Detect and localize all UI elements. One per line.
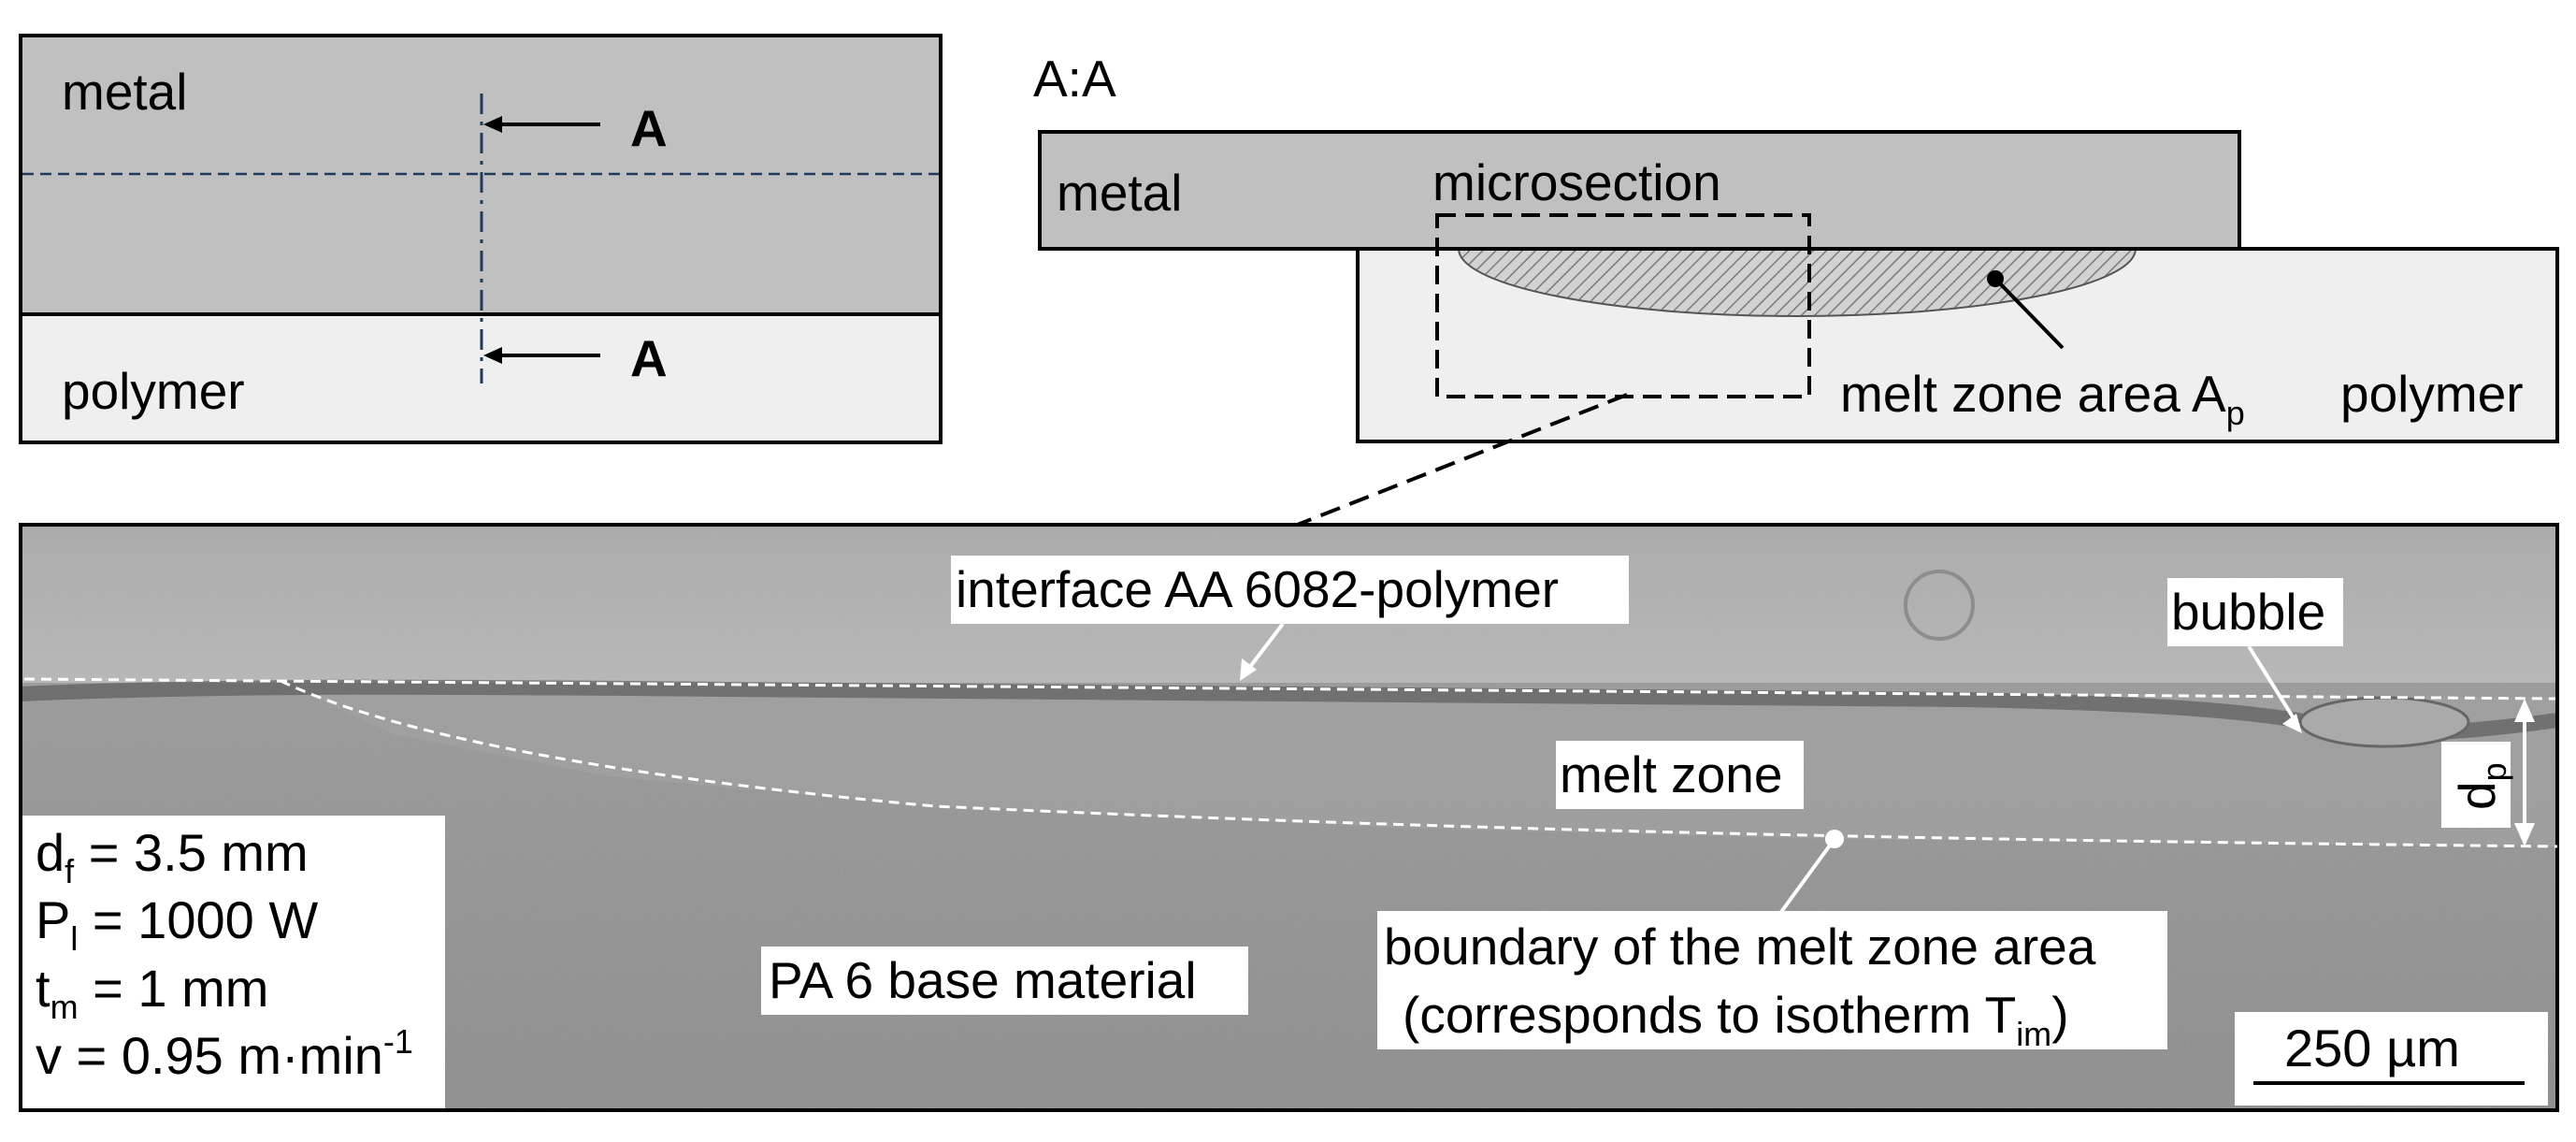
section-arrowhead-top (483, 116, 502, 133)
bubble-shape (2298, 696, 2470, 748)
section-arrowhead-bottom (483, 347, 502, 364)
param-symbol: P (36, 890, 70, 949)
scale-bar-box (2235, 1012, 2548, 1106)
param-superscript: -1 (383, 1022, 413, 1061)
process-params: df = 3.5 mm Pl = 1000 W tm = 1 mm v = 0.… (36, 823, 413, 1085)
boundary-label-line2-close: ) (2051, 986, 2068, 1044)
section-title: A:A (1033, 50, 1116, 108)
interface-dashed-line (23, 677, 2556, 701)
melt-boundary-dashed-line (280, 679, 2558, 848)
boundary-label-line1: boundary of the melt zone area (1384, 918, 2096, 976)
melt-zone-area-text: melt zone area A (1840, 365, 2226, 423)
melt-zone-label: melt zone (1560, 745, 1782, 803)
section-marker-bottom: A (630, 329, 668, 387)
surface-ring (1904, 570, 1975, 641)
base-material-label: PA 6 base material (769, 951, 1197, 1009)
depth-label: dp (2448, 762, 2513, 810)
melt-zone-pointer-line (1993, 277, 2065, 350)
cross-section-schematic: A:A metal microsection melt zone area Ap… (1033, 50, 2559, 528)
depth-label-text: d (2448, 781, 2506, 810)
melt-zone-area (1458, 249, 2137, 317)
melt-zone-area-label: melt zone area Ap (1840, 365, 2245, 432)
depth-arrow-head-top (2514, 699, 2535, 722)
scale-bar-label: 250 µm (2284, 1019, 2460, 1077)
boundary-label-line2-text: (corresponds to isotherm T (1403, 986, 2016, 1044)
process-params-box (22, 816, 445, 1108)
interface-label: interface AA 6082-polymer (956, 560, 1559, 618)
melt-zone-label-box (1556, 741, 1804, 809)
param-metal-thickness: tm = 1 mm (36, 959, 268, 1026)
section-marker-top: A (630, 99, 668, 157)
melt-zone-area-subscript: p (2226, 394, 2245, 432)
param-value: = 1 mm (79, 959, 269, 1018)
param-subscript: m (50, 988, 79, 1026)
polymer-label-section: polymer (2340, 365, 2524, 423)
param-subscript: f (65, 852, 75, 890)
bubble-pointer-line (2247, 644, 2300, 728)
interface-pointer-head (1240, 658, 1257, 681)
param-value: = 3.5 mm (74, 823, 309, 882)
base-material-label-box (761, 947, 1248, 1015)
param-welding-speed: v = 0.95 m·min-1 (36, 1022, 413, 1085)
depth-label-subscript: p (2475, 762, 2513, 781)
bubble-label: bubble (2171, 583, 2325, 641)
micrograph-annotations: interface AA 6082-polymer bubble melt zo… (22, 556, 2558, 1108)
micrograph-frame (19, 523, 2559, 1112)
depth-arrow-head-bottom (2514, 823, 2535, 846)
bubble-pointer-head (2282, 714, 2302, 733)
metal-plate (1038, 130, 2241, 251)
boundary-pointer-line (1779, 837, 1836, 914)
param-subscript: l (70, 919, 78, 958)
boundary-label-line2-subscript: im (2016, 1015, 2051, 1053)
polymer-label: polymer (62, 362, 245, 420)
param-symbol: t (36, 959, 50, 1018)
param-value: = 1000 W (78, 890, 318, 949)
interface-label-box (951, 556, 1629, 624)
param-laser-power: Pl = 1000 W (36, 890, 318, 958)
boundary-label-line2: (corresponds to isotherm Tim) (1403, 986, 2069, 1053)
param-symbol: d (36, 823, 65, 882)
zoom-connector-line (1294, 393, 1628, 528)
top-view-schematic: metal polymer A A (19, 34, 943, 444)
param-focus-diameter: df = 3.5 mm (36, 823, 309, 890)
param-symbol: v (36, 1026, 62, 1085)
param-value: = 0.95 m·min (62, 1026, 383, 1085)
depth-label-box (2441, 742, 2511, 828)
metal-label: metal (62, 63, 188, 121)
boundary-label-box (1377, 911, 2167, 1049)
bubble-label-box (2167, 578, 2343, 646)
metal-label-section: metal (1057, 164, 1183, 222)
microsection-label: microsection (1432, 153, 1721, 211)
